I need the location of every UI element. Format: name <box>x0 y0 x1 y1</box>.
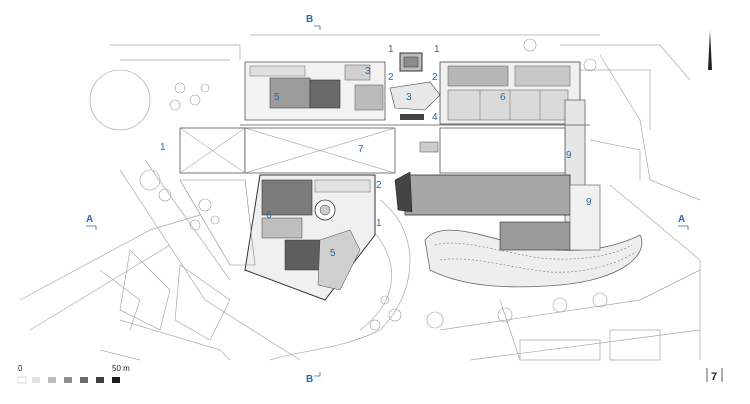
section-markers: A A B B <box>86 14 685 385</box>
landscape-berm <box>424 229 643 288</box>
zone-label: 5 <box>274 92 280 103</box>
section-mark-a-right: A <box>678 214 685 225</box>
context-lines <box>19 34 701 361</box>
building-north-east <box>439 61 581 125</box>
building-north-west <box>244 61 386 121</box>
section-mark-a-left: A <box>86 214 93 225</box>
zone-label: 6 <box>500 92 506 103</box>
entrance-mat <box>400 114 424 120</box>
zone-label: 9 <box>586 197 592 208</box>
scale-max-label: 50 m <box>112 364 130 373</box>
building-south-west <box>244 174 376 301</box>
scale-zero-label: 0 <box>18 364 23 373</box>
zone-label: 1 <box>388 44 394 55</box>
zone-label-group: 1 1 1 1 2 2 2 3 3 4 5 5 6 6 7 9 9 <box>160 44 592 259</box>
zone-label: 7 <box>358 144 364 155</box>
scale-bar: 0 50 m <box>17 364 130 384</box>
zone-label: 4 <box>432 112 438 123</box>
zone-label: 3 <box>406 92 412 103</box>
north-arrow-icon <box>708 30 712 70</box>
zone-label: 5 <box>330 248 336 259</box>
page-number: 7 <box>711 371 717 383</box>
zone-label: 1 <box>160 142 166 153</box>
central-hall <box>179 127 566 174</box>
zone-label: 9 <box>566 150 572 161</box>
north-tower-core <box>403 56 419 68</box>
page-number-block: 7 <box>706 368 723 383</box>
section-mark-b-bottom: B <box>306 374 313 385</box>
zone-label: 2 <box>432 72 438 83</box>
approach-wedge <box>179 179 256 266</box>
zone-label: 3 <box>365 66 371 77</box>
zone-label: 2 <box>376 180 382 191</box>
zone-label: 6 <box>266 210 272 221</box>
section-ticks <box>86 25 689 377</box>
zone-label: 2 <box>388 72 394 83</box>
section-mark-b-top: B <box>306 14 313 25</box>
landscape-circles <box>89 38 608 331</box>
zone-label: 1 <box>376 218 382 229</box>
building-south-east <box>394 171 601 251</box>
zone-label: 1 <box>434 44 440 55</box>
central-atrium <box>389 81 441 111</box>
